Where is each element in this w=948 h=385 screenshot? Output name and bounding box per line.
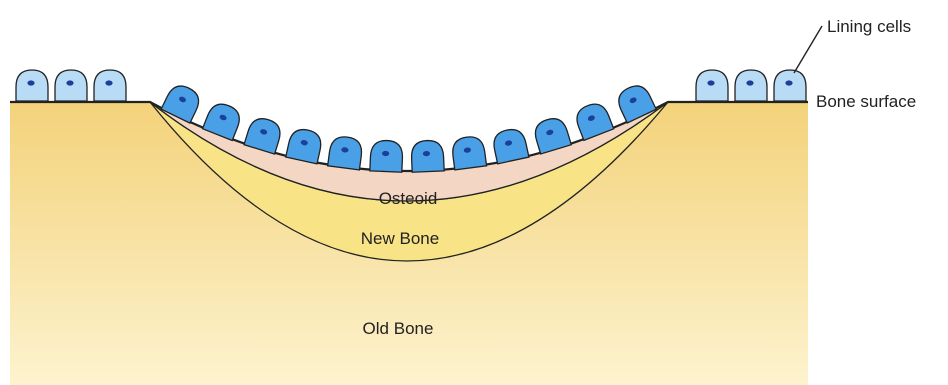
lining-cell-right-3 — [774, 70, 806, 101]
lining-cell-left-2 — [55, 70, 87, 101]
lining-cell-left-3-body — [94, 70, 126, 101]
lining-cell-left-1-body — [16, 70, 48, 101]
lining-cell-right-1 — [696, 70, 728, 101]
lining-cell-right-2-nucleus — [746, 80, 753, 85]
lining-cells-leader-line — [794, 26, 822, 73]
osteoid-label: Osteoid — [379, 189, 438, 208]
lining-cell-right-2-body — [735, 70, 767, 101]
lining-cell-right-2 — [735, 70, 767, 101]
lining-cell-right-3-body — [774, 70, 806, 101]
lining-cell-left-2-body — [55, 70, 87, 101]
osteoblast-cell-8 — [451, 135, 487, 170]
bone-surface-label: Bone surface — [816, 92, 916, 111]
lining-cell-left-3-nucleus — [105, 80, 112, 85]
osteoblast-cell-9-body — [491, 127, 529, 164]
osteoblast-cell-5-body — [328, 135, 364, 170]
osteoblast-cell-9 — [491, 127, 529, 164]
lining-cells-label: Lining cells — [827, 17, 911, 36]
lining-cell-right-1-body — [696, 70, 728, 101]
osteoblast-cell-5 — [328, 135, 364, 170]
lining-cell-left-2-nucleus — [66, 80, 73, 85]
osteoblast-cell-6 — [370, 140, 403, 172]
new-bone-label: New Bone — [361, 229, 439, 248]
lining-cell-left-3 — [94, 70, 126, 101]
osteoblast-cell-8-body — [451, 135, 487, 170]
osteoblast-cell-7-body — [411, 140, 444, 172]
lining-cell-right-1-nucleus — [707, 80, 714, 85]
lining-cell-left-1-nucleus — [27, 80, 34, 85]
lining-cell-right-3-nucleus — [785, 80, 792, 85]
old-bone-label: Old Bone — [363, 319, 434, 338]
osteoblast-cell-6-body — [370, 140, 403, 172]
osteoblast-cell-4 — [286, 127, 324, 164]
lining-cell-left-1 — [16, 70, 48, 101]
osteoblast-cell-4-body — [286, 127, 324, 164]
osteoblast-cell-7 — [411, 140, 444, 172]
